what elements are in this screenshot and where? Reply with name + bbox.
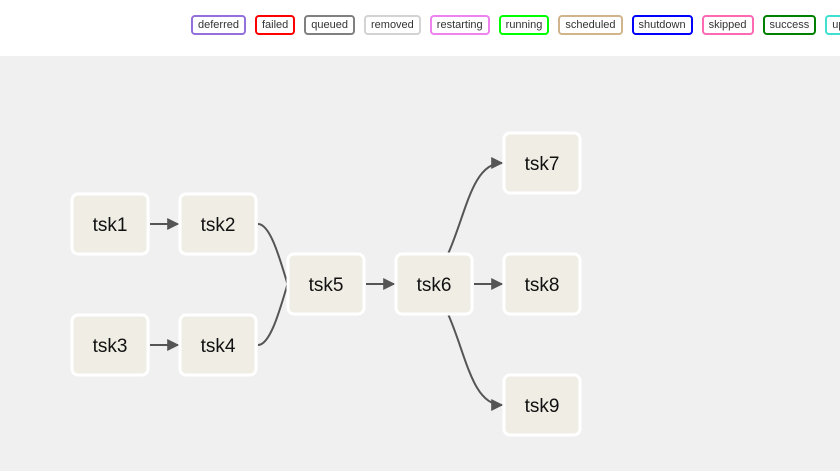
task-node-label: tsk1 xyxy=(93,215,128,236)
nodes-layer: tsk1 tsk2 tsk3 tsk4 tsk5 tsk6 tsk7 tsk8 tsk9 xyxy=(70,131,582,437)
task-node-box[interactable] xyxy=(502,252,582,316)
task-node-label: tsk3 xyxy=(93,336,128,357)
graph-canvas[interactable]: tsk1 tsk2 tsk3 tsk4 tsk5 tsk6 tsk7 tsk8 tsk9 xyxy=(0,56,840,471)
task-node-box[interactable] xyxy=(394,252,474,316)
legend-item-removed[interactable]: removed xyxy=(364,15,421,35)
task-node-tsk6[interactable]: tsk6 xyxy=(394,252,474,316)
task-node-box[interactable] xyxy=(502,131,582,195)
edge-tsk6-tsk7 xyxy=(447,157,504,255)
task-node-tsk3[interactable]: tsk3 xyxy=(70,313,150,377)
task-node-tsk4[interactable]: tsk4 xyxy=(178,313,258,377)
task-node-label: tsk4 xyxy=(201,336,236,357)
legend-item-queued[interactable]: queued xyxy=(304,15,355,35)
legend-item-restarting[interactable]: restarting xyxy=(429,15,490,35)
task-node-label: tsk5 xyxy=(309,275,344,296)
task-node-tsk9[interactable]: tsk9 xyxy=(502,373,582,437)
task-node-box[interactable] xyxy=(502,373,582,437)
task-node-box[interactable] xyxy=(70,313,150,377)
task-node-tsk7[interactable]: tsk7 xyxy=(502,131,582,195)
legend-item-shutdown[interactable]: shutdown xyxy=(631,15,693,35)
legend-item-skipped[interactable]: skipped xyxy=(701,15,754,35)
task-node-label: tsk2 xyxy=(201,215,236,236)
task-node-box[interactable] xyxy=(70,192,150,256)
edge-tsk6-tsk9 xyxy=(447,313,504,411)
legend-item-running[interactable]: running xyxy=(498,15,550,35)
state-legend: deferred failed queued removed restarting run… xyxy=(191,15,840,35)
task-node-box[interactable] xyxy=(178,313,258,377)
task-node-label: tsk7 xyxy=(525,154,560,175)
legend-item-up-for-reschedule[interactable]: up_for_reschedule xyxy=(825,15,840,35)
task-node-tsk1[interactable]: tsk1 xyxy=(70,192,150,256)
state-legend-bar: deferred failed queued removed restarting run… xyxy=(0,0,840,56)
legend-item-scheduled[interactable]: scheduled xyxy=(558,15,623,35)
task-node-box[interactable] xyxy=(178,192,258,256)
task-node-tsk5[interactable]: tsk5 xyxy=(286,252,366,316)
legend-item-success[interactable]: success xyxy=(762,15,817,35)
legend-item-deferred[interactable]: deferred xyxy=(191,15,246,35)
dag-graph[interactable]: tsk1 tsk2 tsk3 tsk4 tsk5 tsk6 tsk7 tsk8 tsk9 xyxy=(0,56,840,471)
task-node-label: tsk8 xyxy=(525,275,560,296)
legend-item-failed[interactable]: failed xyxy=(254,15,296,35)
task-node-box[interactable] xyxy=(286,252,366,316)
task-node-tsk2[interactable]: tsk2 xyxy=(178,192,258,256)
task-node-tsk8[interactable]: tsk8 xyxy=(502,252,582,316)
task-node-label: tsk9 xyxy=(525,396,560,417)
task-node-label: tsk6 xyxy=(417,275,452,296)
